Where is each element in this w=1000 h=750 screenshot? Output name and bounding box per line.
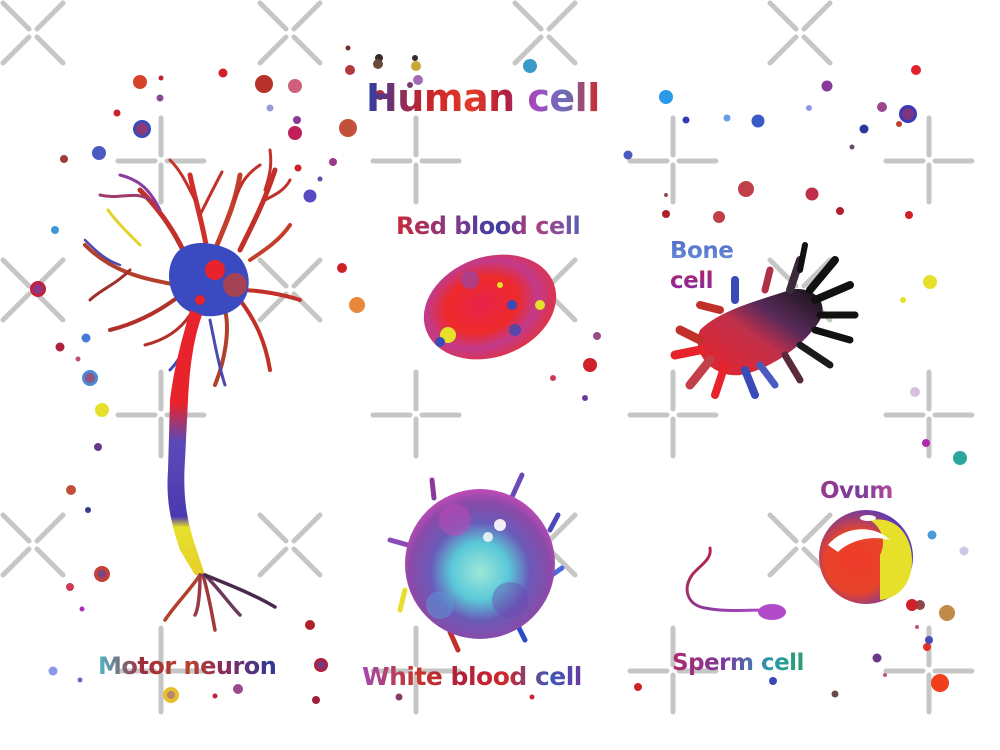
bone-cell-illustration (670, 242, 859, 399)
artwork-title: Human cell (366, 76, 600, 120)
white-blood-cell-label: White blood cell (362, 662, 582, 691)
ovum-illustration (819, 510, 913, 604)
white-blood-cell-illustration (387, 472, 565, 653)
red-blood-cell-label: Red blood cell (396, 212, 581, 240)
sperm-cell-illustration (685, 546, 786, 620)
motor-neuron-illustration (83, 148, 302, 632)
red-blood-cell-illustration (423, 254, 557, 360)
bone-cell-label: Bone cell (670, 236, 733, 296)
bone-cell-label-line1: Bone (670, 238, 734, 264)
motor-neuron-label: Motor neuron (98, 652, 277, 680)
sperm-cell-label: Sperm cell (672, 650, 804, 676)
bone-cell-label-line2: cell (670, 268, 714, 294)
scattered-dots (30, 45, 969, 704)
ovum-label: Ovum (820, 478, 893, 504)
